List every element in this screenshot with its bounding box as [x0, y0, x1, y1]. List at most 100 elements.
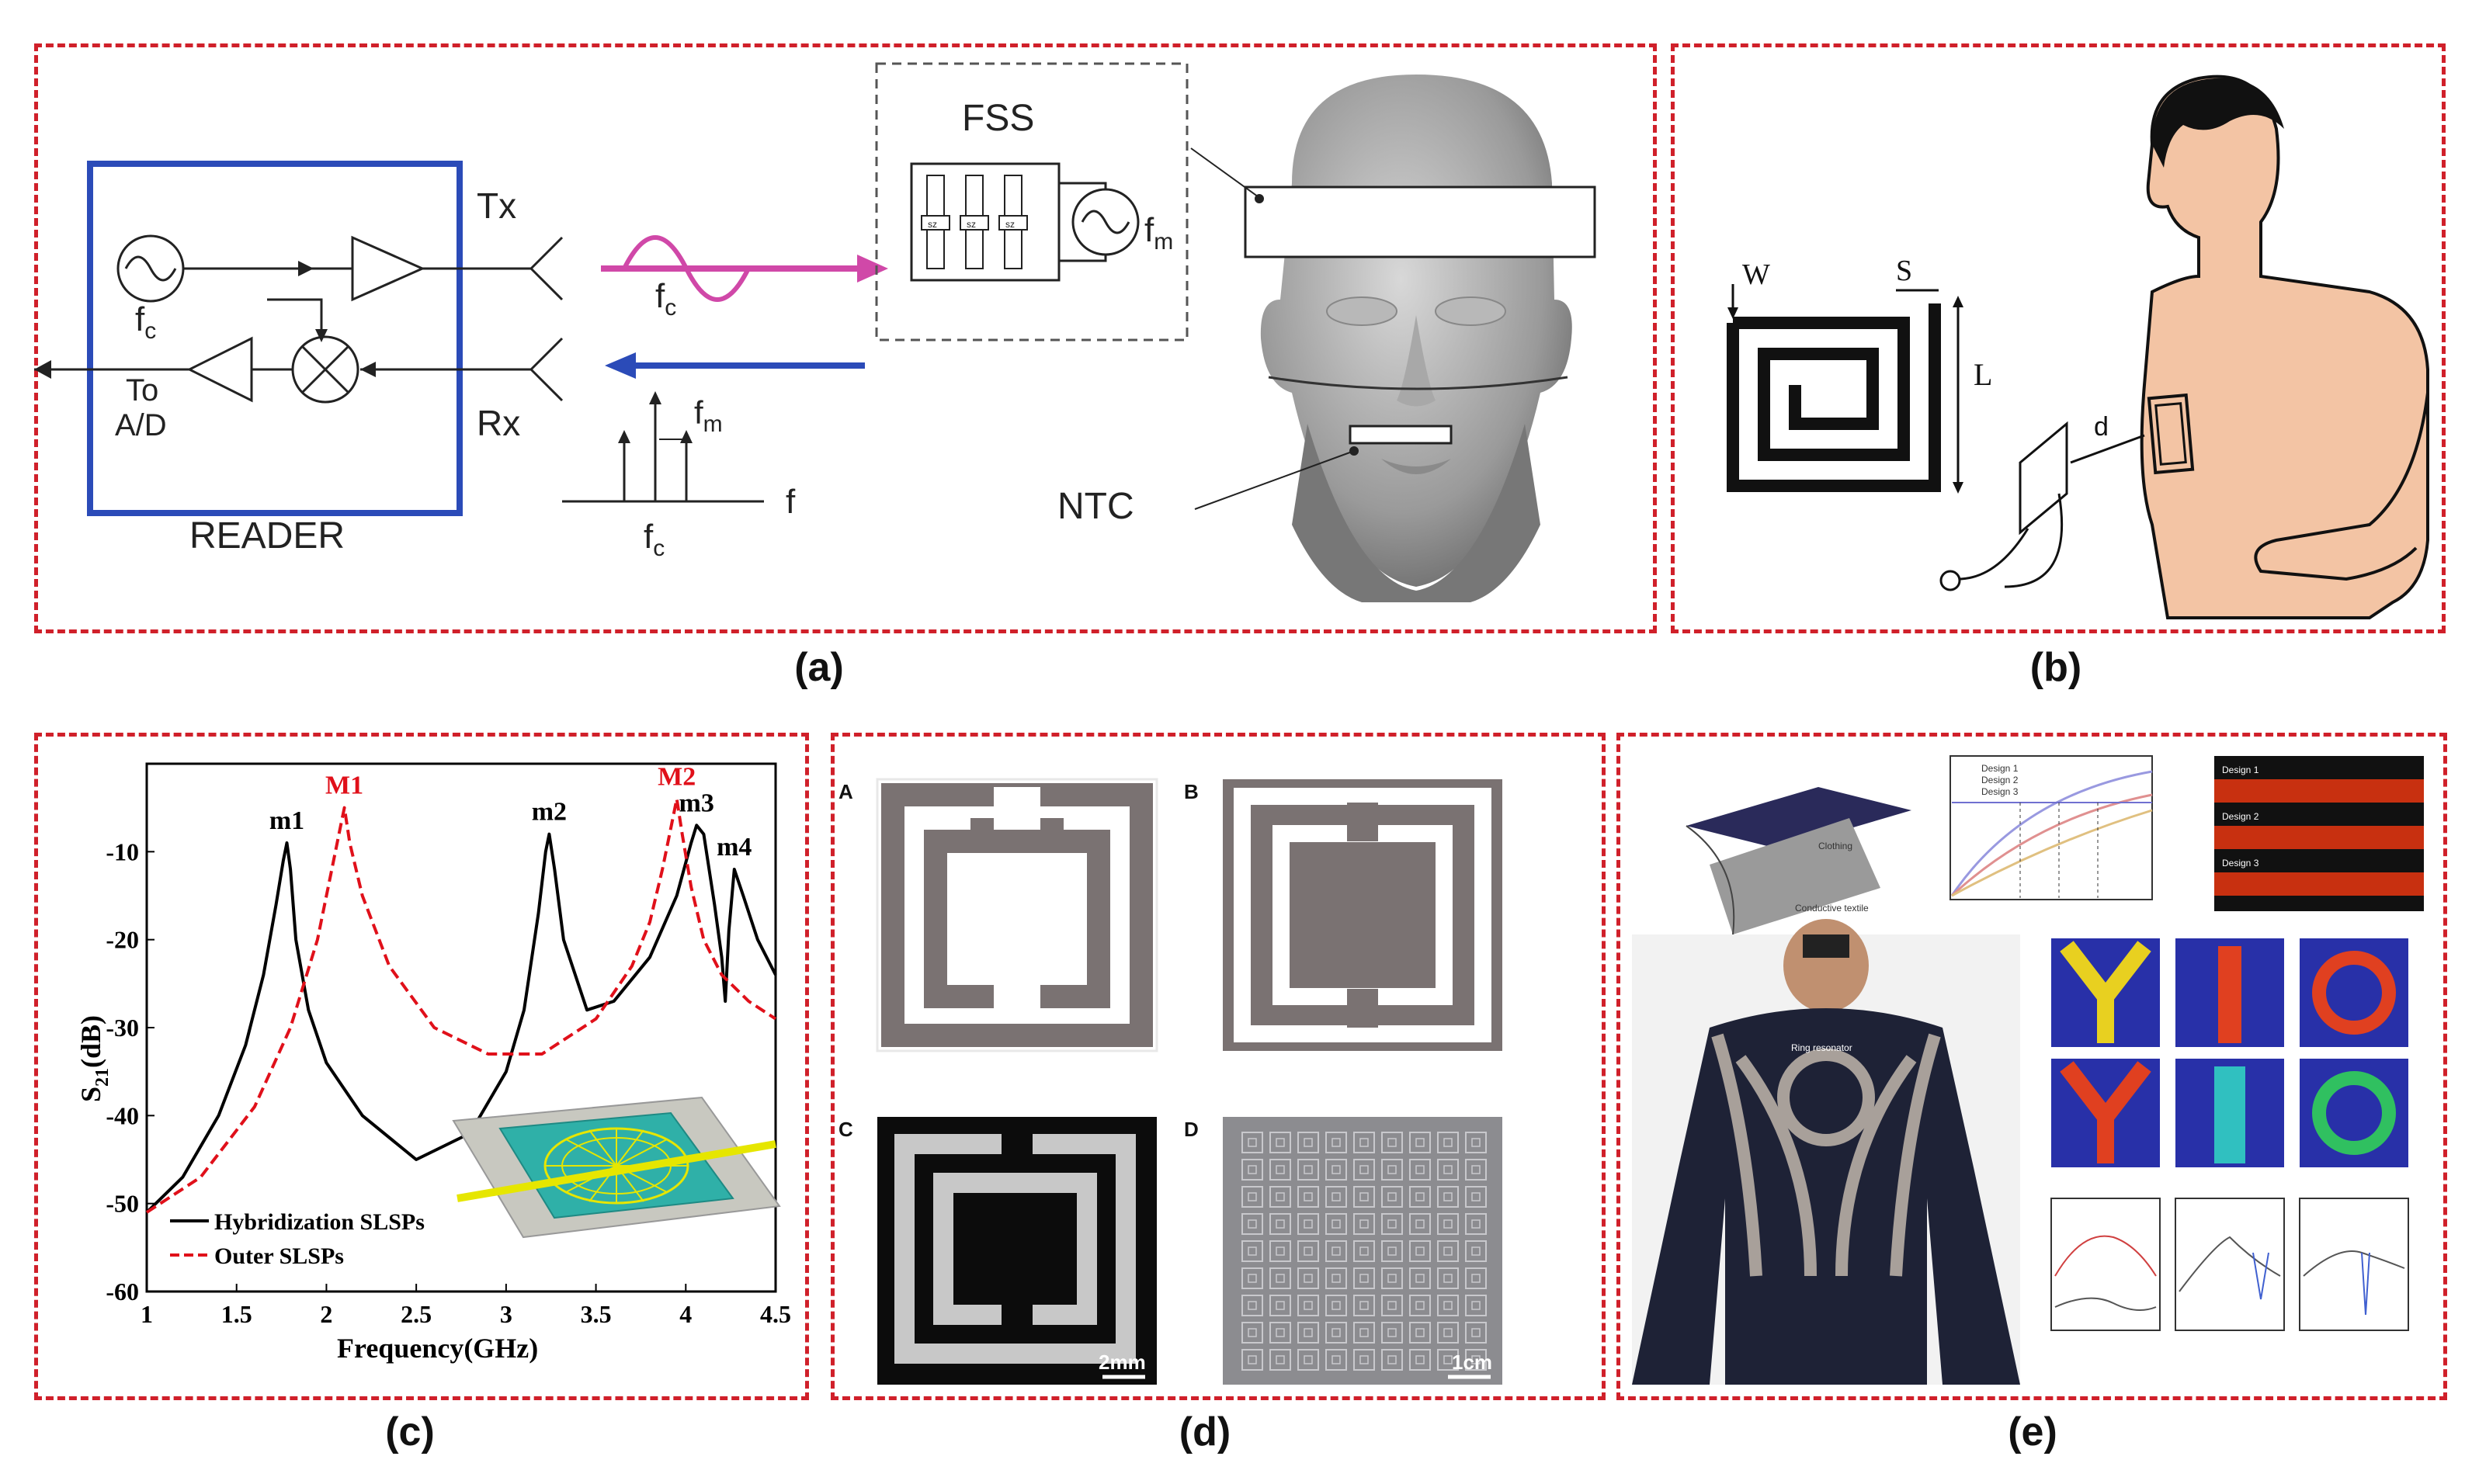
caption-e: (e) — [2008, 1409, 2057, 1455]
array-cell — [1381, 1322, 1403, 1344]
x-tick-label: 3.5 — [581, 1300, 612, 1328]
array-cell — [1269, 1132, 1291, 1153]
caption-a: (a) — [794, 645, 844, 690]
array-cell-inner — [1276, 1355, 1285, 1364]
array-cell — [1269, 1213, 1291, 1235]
array-cell-inner — [1471, 1355, 1481, 1364]
array-cell — [1297, 1240, 1319, 1262]
x-axis-label: Frequency(GHz) — [337, 1333, 538, 1364]
svg-text:fm: fm — [694, 394, 723, 437]
array-cell-inner — [1331, 1274, 1341, 1283]
array-cell — [1381, 1186, 1403, 1208]
array-cell — [1381, 1295, 1403, 1316]
array-cell — [1465, 1240, 1487, 1262]
s-label: S — [1896, 255, 1912, 287]
array-cell-inner — [1415, 1274, 1425, 1283]
array-cell — [1353, 1240, 1375, 1262]
array-cell-inner — [1415, 1355, 1425, 1364]
svg-text:fm: fm — [1144, 211, 1173, 255]
array-cell — [1297, 1132, 1319, 1153]
array-cell-inner — [1331, 1355, 1341, 1364]
array-cell-inner — [1248, 1138, 1257, 1147]
array-cell — [1465, 1295, 1487, 1316]
array-cell-inner — [1443, 1246, 1453, 1256]
spiral-resonator-icon — [1727, 303, 1941, 492]
array-cell-inner — [1443, 1355, 1453, 1364]
svg-text:Design 1: Design 1 — [2222, 765, 2259, 775]
reader-probe — [2019, 421, 2068, 536]
caption-c: (c) — [385, 1409, 435, 1455]
array-cell-inner — [1331, 1165, 1341, 1174]
svg-text:sz: sz — [928, 219, 937, 230]
array-cell-inner — [1276, 1165, 1285, 1174]
person-illustration — [2140, 75, 2429, 619]
array-cell — [1269, 1349, 1291, 1371]
panel-d — [831, 733, 1606, 1400]
array-cell — [1465, 1322, 1487, 1344]
array-cell-inner — [1415, 1192, 1425, 1201]
array-cell-inner — [1443, 1328, 1453, 1337]
array-cell — [1269, 1295, 1291, 1316]
array-cell-inner — [1415, 1301, 1425, 1310]
array-cell-inner — [1331, 1301, 1341, 1310]
array-cell-inner — [1248, 1165, 1257, 1174]
array-cell — [1437, 1267, 1459, 1289]
array-cell — [1437, 1322, 1459, 1344]
array-cell — [1325, 1267, 1347, 1289]
array-cell-inner — [1415, 1165, 1425, 1174]
label-d: D — [1184, 1118, 1199, 1141]
array-cell-inner — [1387, 1138, 1397, 1147]
caption-b: (b) — [2029, 645, 2082, 690]
array-cell — [1325, 1349, 1347, 1371]
smart-shirt-photo: Ring resonator — [1632, 919, 2020, 1385]
array-cell — [1437, 1349, 1459, 1371]
y-tick-label: -60 — [106, 1278, 139, 1305]
array-cell — [1325, 1295, 1347, 1316]
svg-text:Design 3: Design 3 — [1981, 786, 2019, 797]
array-cell-inner — [1276, 1301, 1285, 1310]
x-tick-label: 3 — [500, 1300, 512, 1328]
legend-hybridization: Hybridization SLSPs — [214, 1209, 425, 1235]
annotation-m1: m1 — [269, 806, 304, 835]
array-cell — [1269, 1159, 1291, 1181]
x-tick-label: 1 — [141, 1300, 153, 1328]
y-tick-label: -50 — [106, 1190, 139, 1218]
array-cell-inner — [1387, 1246, 1397, 1256]
array-cell — [1409, 1213, 1431, 1235]
array-cell — [1241, 1132, 1263, 1153]
array-cell — [1409, 1186, 1431, 1208]
array-cell-inner — [1387, 1219, 1397, 1229]
array-cell — [1437, 1186, 1459, 1208]
array-cell-inner — [1304, 1301, 1313, 1310]
panel-a — [34, 43, 1657, 633]
array-cell — [1437, 1240, 1459, 1262]
array-cell — [1297, 1295, 1319, 1316]
y-tick-label: -30 — [106, 1014, 139, 1042]
l-label: L — [1974, 357, 1992, 392]
resonator-array-grid — [1241, 1132, 1487, 1371]
array-cell-inner — [1359, 1355, 1369, 1364]
array-cell — [1297, 1186, 1319, 1208]
array-cell-inner — [1387, 1274, 1397, 1283]
field-heatmaps — [2051, 938, 2408, 1167]
array-cell-inner — [1331, 1219, 1341, 1229]
array-cell-inner — [1248, 1355, 1257, 1364]
array-cell-inner — [1443, 1274, 1453, 1283]
array-cell — [1241, 1349, 1263, 1371]
array-cell-inner — [1387, 1301, 1397, 1310]
array-cell-inner — [1331, 1246, 1341, 1256]
array-cell — [1465, 1132, 1487, 1153]
field-maps: Design 1 Design 2 Design 3 — [2214, 756, 2424, 911]
fss-sensor-patch — [1244, 186, 1596, 258]
x-tick-label: 4 — [679, 1300, 692, 1328]
array-cell — [1353, 1295, 1375, 1316]
array-cell-inner — [1304, 1219, 1313, 1229]
array-cell-inner — [1304, 1246, 1313, 1256]
array-cell-inner — [1471, 1301, 1481, 1310]
array-cell — [1325, 1322, 1347, 1344]
array-cell — [1297, 1213, 1319, 1235]
array-cell — [1409, 1240, 1431, 1262]
fss-label: FSS — [962, 98, 1034, 139]
array-cell — [1325, 1240, 1347, 1262]
array-cell-inner — [1248, 1301, 1257, 1310]
